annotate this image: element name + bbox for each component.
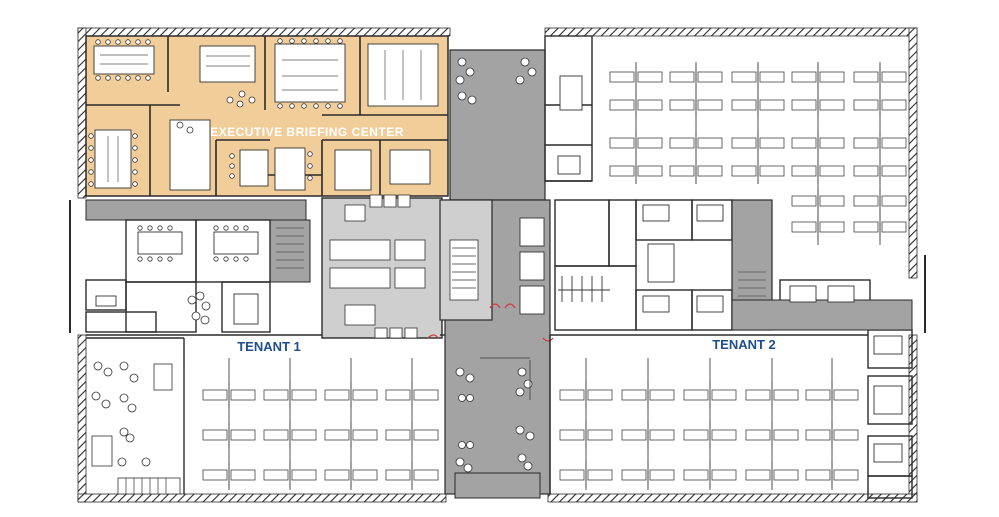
tenant-1-workstations: [202, 358, 439, 490]
tenant-2-south-workstations: [559, 358, 859, 490]
building-shell: [69, 27, 926, 503]
tenant-2-label: TENANT 2: [712, 337, 776, 352]
tenant-2-north-workstations: [609, 62, 907, 245]
tenant-1-support-rooms: [85, 219, 271, 494]
executive-briefing-center-label: EXECUTIVE BRIEFING CENTER: [210, 125, 404, 139]
building-core: [321, 194, 554, 342]
west-corridor: [85, 199, 311, 283]
zone-dividers: [86, 180, 868, 494]
executive-briefing-center: EXECUTIVE BRIEFING CENTER: [85, 35, 449, 197]
west-lounge-furniture: [91, 361, 181, 495]
east-corridor: [731, 299, 913, 331]
tenant-1-label: TENANT 1: [237, 339, 301, 354]
